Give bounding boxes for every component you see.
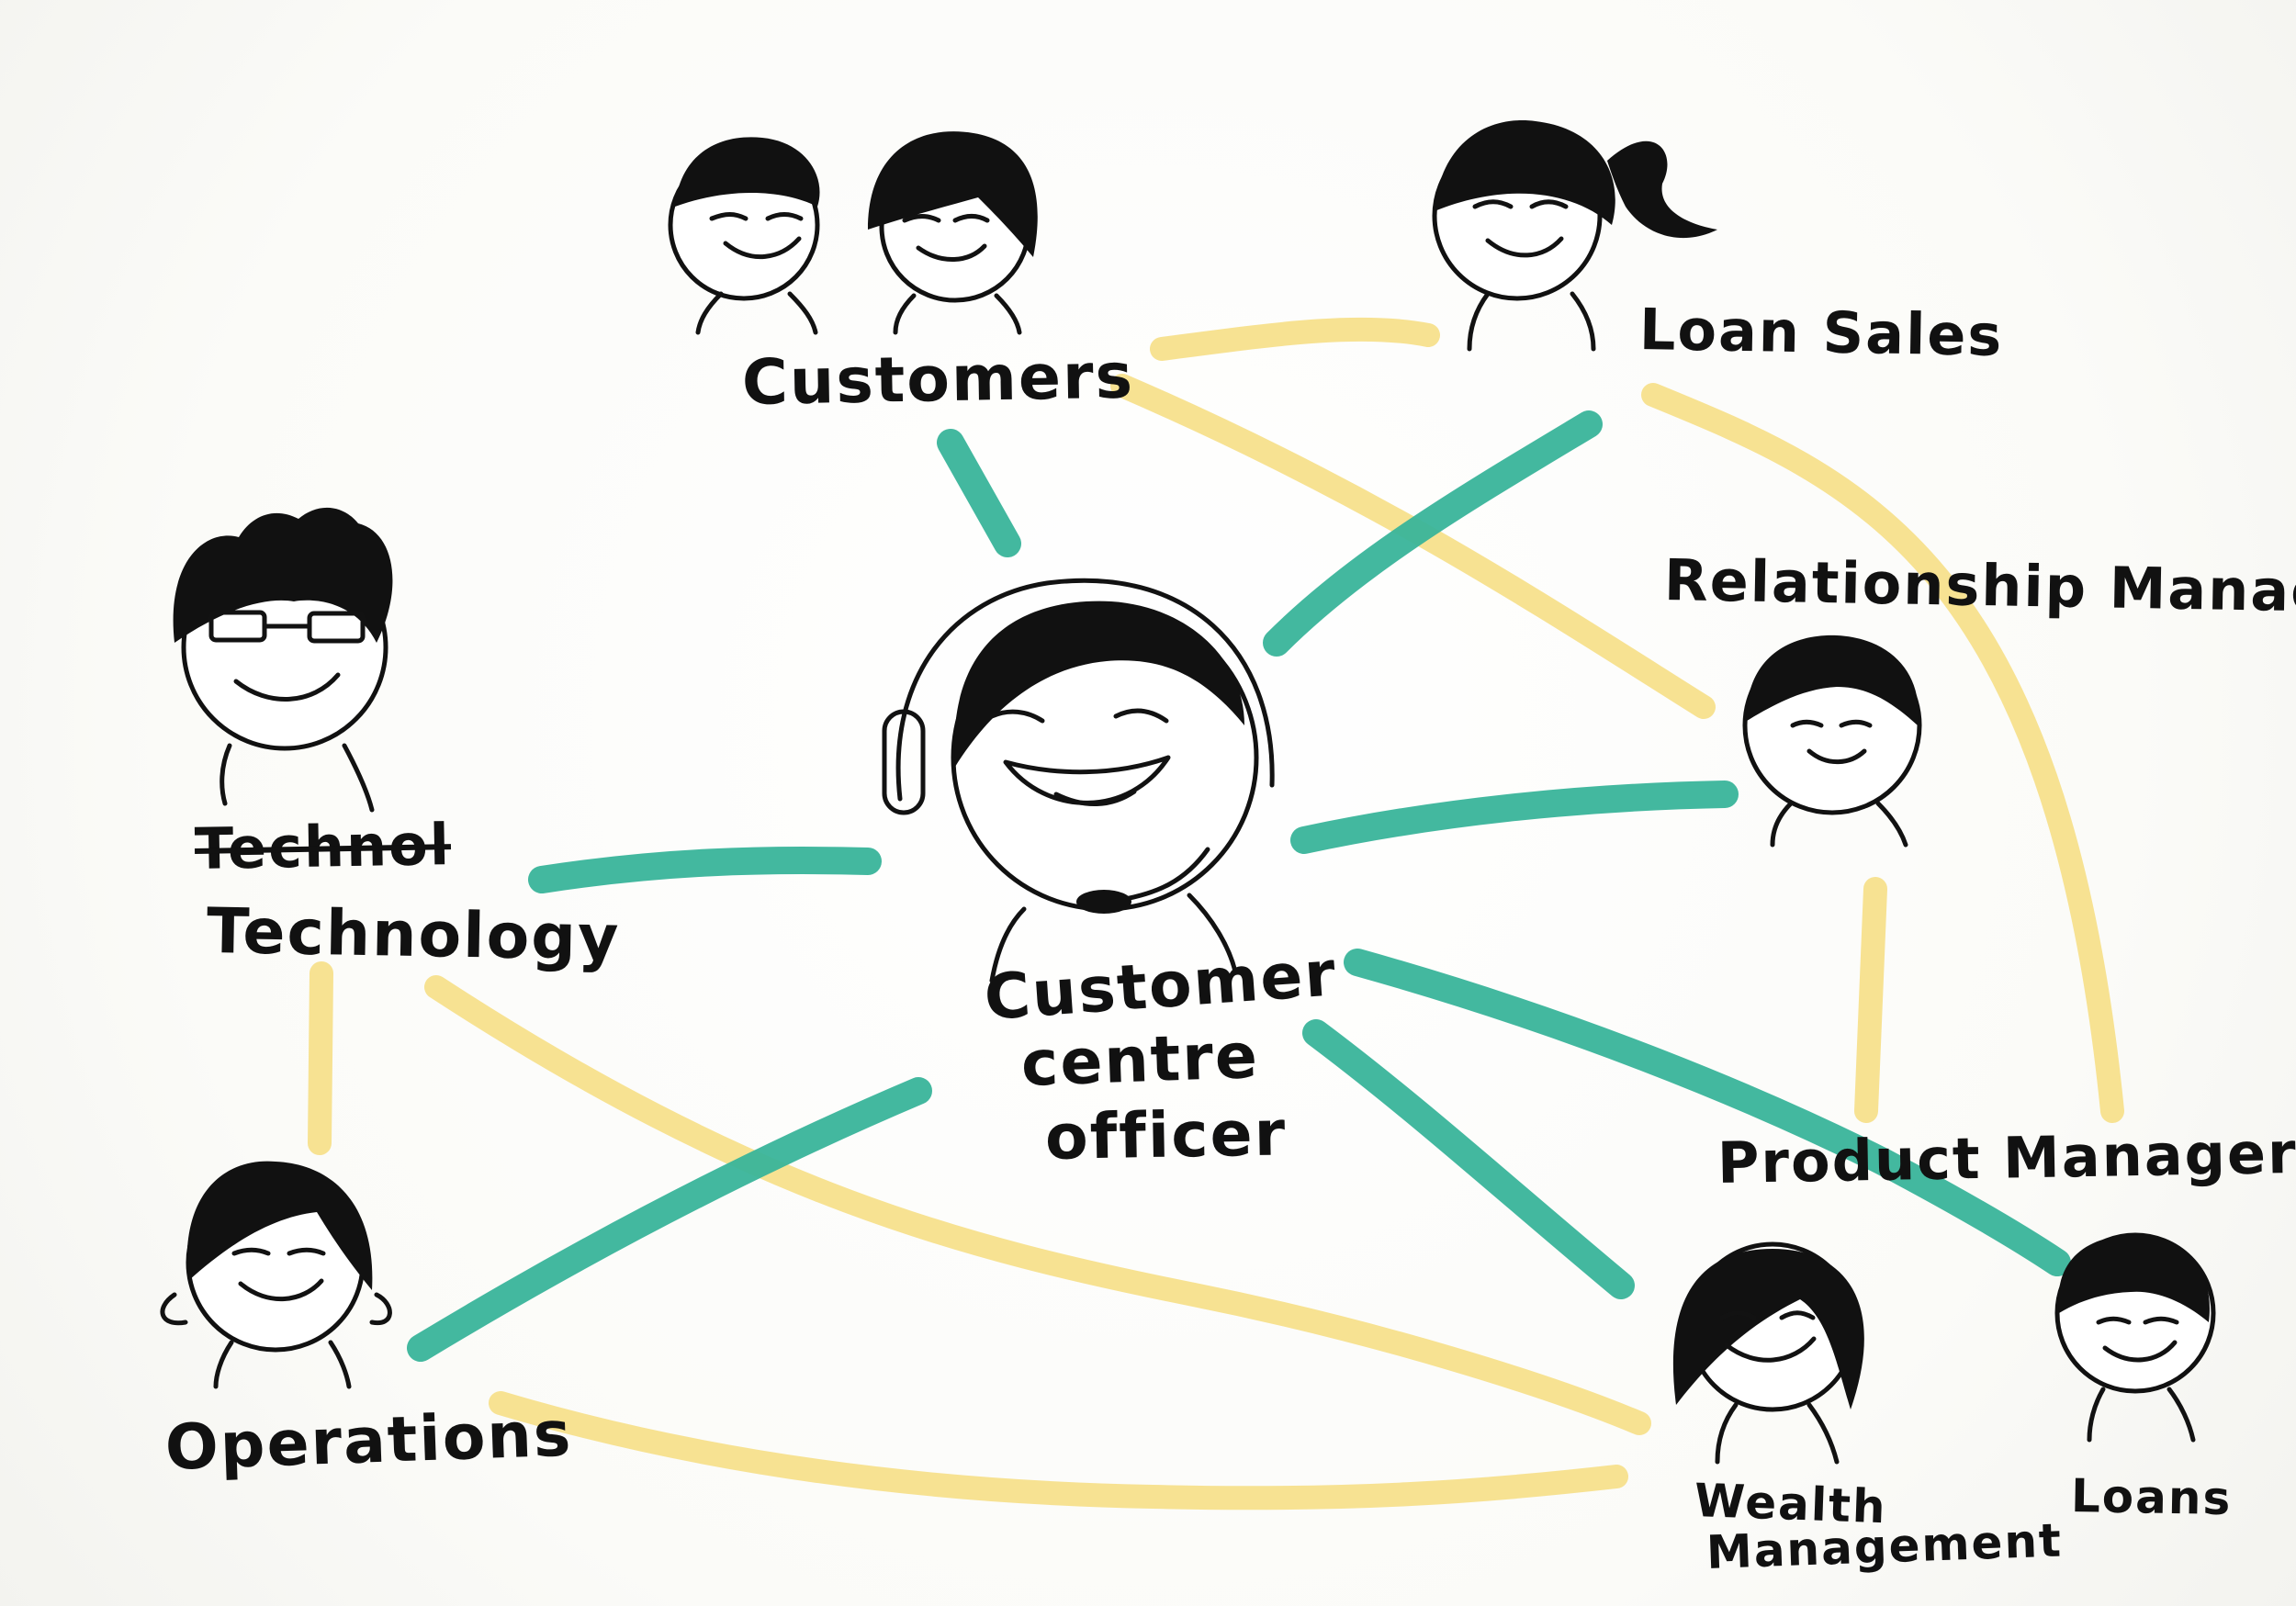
- loan-sales-product-link: [1641, 383, 2124, 1123]
- loan-sales-label: Loan Sales: [1638, 296, 2004, 369]
- operations-shoulders: [213, 1340, 352, 1389]
- officer-wealth-link: [1302, 1019, 1635, 1299]
- loans-shoulders: [2087, 1387, 2196, 1443]
- officer-mic: [1076, 890, 1131, 914]
- operations-label: Operations: [163, 1398, 574, 1485]
- relationship-manager-hair: [1746, 635, 1919, 725]
- loans-label: Loans: [2070, 1469, 2233, 1526]
- customer-man-figure: [668, 137, 820, 335]
- loan-sales-ponytail: [1607, 140, 1717, 239]
- technology-officer-link: [528, 847, 882, 893]
- officer-label-line2: centre: [1019, 1019, 1261, 1101]
- customer-man-eyes: [709, 212, 804, 221]
- technology-smile: [233, 672, 341, 702]
- technology-label: Technology: [206, 895, 621, 975]
- officer-tongue: [1053, 789, 1137, 806]
- customer-woman-smile: [916, 243, 987, 262]
- technology-shoulders: [219, 743, 375, 813]
- customers-loan-sales-link: [1150, 317, 1440, 361]
- technology-crossed-label: Technol: [194, 811, 452, 882]
- operations-figure: [160, 1161, 392, 1389]
- relationship-product-link: [1854, 877, 1887, 1123]
- customer-woman-shoulders: [893, 293, 1022, 335]
- operations-officer-link: [407, 1077, 932, 1362]
- loan-sales-smile: [1485, 236, 1564, 258]
- relationship-manager-eyes: [1790, 719, 1873, 728]
- teal-connectors: [407, 410, 2071, 1362]
- officer-shoulders: [989, 893, 1238, 983]
- wealth-management-eyes: [1719, 1310, 1816, 1320]
- relationship-manager-shoulders: [1770, 801, 1908, 848]
- customer-man-smile: [723, 236, 802, 260]
- relationship-manager-label: Relationship Manager: [1663, 546, 2296, 627]
- customer-man-hair: [675, 137, 820, 207]
- relationship-manager-figure: [1742, 635, 1922, 848]
- loans-smile: [2102, 1340, 2178, 1363]
- customers-officer-link: [937, 429, 1021, 557]
- officer-eyes: [989, 708, 1169, 724]
- officer-loans-link: [1344, 949, 2071, 1276]
- officer-hair: [954, 601, 1244, 767]
- customers-relationship-link: [1110, 374, 1716, 719]
- operations-flip: [160, 1292, 392, 1326]
- customer-man-shoulders: [695, 291, 818, 335]
- loan-sales-shoulders: [1467, 291, 1596, 352]
- loan-sales-eyes: [1472, 199, 1569, 209]
- technology-operations-link: [308, 961, 333, 1155]
- officer-label-line3: officer: [1044, 1097, 1288, 1174]
- officer-figure: [882, 578, 1275, 983]
- loans-hair: [2058, 1235, 2210, 1322]
- relationship-officer-link: [1290, 781, 1739, 854]
- technology-hair: [173, 507, 393, 643]
- relationship-manager-smile: [1806, 748, 1867, 765]
- loan-sales-hair: [1435, 120, 1615, 225]
- officer-left-earcup: [882, 709, 926, 815]
- customer-woman-hair: [868, 131, 1038, 257]
- wealth-management-smile: [1724, 1336, 1817, 1363]
- wealth-management-hair: [1672, 1249, 1864, 1409]
- loans-eyes: [2096, 1316, 2179, 1325]
- customer-woman-figure: [868, 131, 1038, 335]
- officer-headset-arc: [895, 578, 1275, 802]
- officer-mic-arm: [1118, 847, 1210, 903]
- loans-figure: [2054, 1232, 2216, 1443]
- operations-smile: [238, 1278, 324, 1302]
- customers-label: Customers: [741, 340, 1135, 420]
- operations-wealth-link: [489, 1391, 1628, 1511]
- loan-sales-figure: [1432, 120, 1717, 352]
- yellow-connectors: [308, 317, 2124, 1511]
- wealth-management-shoulders: [1715, 1402, 1840, 1465]
- product-managers-label: Product Managers: [1716, 1118, 2296, 1196]
- wealth-management-figure: [1672, 1241, 1864, 1465]
- technology-figure: [173, 507, 393, 813]
- customer-woman-eyes: [902, 214, 990, 223]
- operations-hair: [186, 1161, 373, 1290]
- operations-eyes: [231, 1247, 326, 1256]
- officer-mouth: [1003, 755, 1171, 805]
- loan-sales-officer-link: [1263, 410, 1603, 657]
- technology-wealth-link: [424, 975, 1651, 1435]
